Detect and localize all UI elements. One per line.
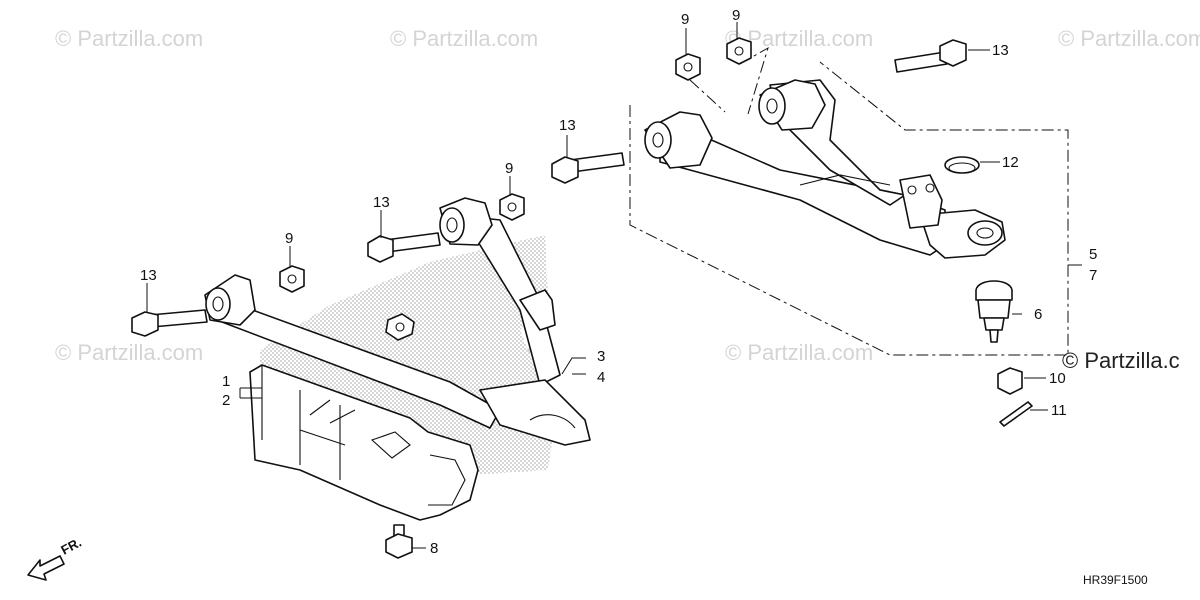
callout-9-right-a: 9 bbox=[681, 11, 689, 28]
watermark-4: © Partzilla.com bbox=[1058, 26, 1200, 51]
watermark-1: © Partzilla.com bbox=[55, 26, 203, 51]
watermark-7: © Partzilla.com bbox=[725, 340, 873, 365]
leader-lines bbox=[146, 22, 1082, 549]
nut-9-right-a bbox=[675, 53, 701, 81]
arm-nut bbox=[385, 313, 415, 341]
circlip bbox=[944, 156, 980, 174]
callout-2: 2 bbox=[222, 392, 230, 409]
bolt-13-right-upper bbox=[894, 39, 967, 73]
assembly-bracket bbox=[629, 61, 1069, 356]
bolt-13-left-lower bbox=[131, 309, 208, 337]
nut-9-left-upper bbox=[499, 193, 525, 221]
left-lower-arm bbox=[204, 197, 591, 446]
callout-6: 6 bbox=[1034, 306, 1042, 323]
right-upper-arm bbox=[644, 79, 1006, 259]
callout-9-left-upper: 9 bbox=[505, 160, 513, 177]
callout-13-left-upper: 13 bbox=[373, 194, 390, 211]
castle-nut bbox=[997, 367, 1023, 395]
diagram-code: HR39F1500 bbox=[1083, 573, 1148, 587]
callout-9-right-b: 9 bbox=[732, 7, 740, 24]
watermark-corner: © Partzilla.c bbox=[1062, 348, 1180, 373]
callout-1: 1 bbox=[222, 373, 230, 390]
ball-joint bbox=[975, 280, 1013, 343]
callout-8: 8 bbox=[430, 540, 438, 557]
nut-9-left-lower bbox=[279, 265, 305, 293]
bolt-8 bbox=[385, 524, 413, 559]
callout-9-left-lower: 9 bbox=[285, 230, 293, 247]
front-direction-marker: FR. bbox=[27, 535, 84, 581]
front-marker-label: FR. bbox=[58, 535, 84, 558]
callout-4: 4 bbox=[597, 369, 605, 386]
watermark-2: © Partzilla.com bbox=[390, 26, 538, 51]
bolt-13-right-lower bbox=[551, 152, 625, 184]
cotter-pin bbox=[999, 401, 1033, 427]
callout-5: 5 bbox=[1089, 246, 1097, 263]
callout-12: 12 bbox=[1002, 154, 1019, 171]
bolt-13-left-upper bbox=[367, 232, 441, 263]
watermark-5: © Partzilla.com bbox=[55, 340, 203, 365]
callout-10: 10 bbox=[1049, 370, 1066, 387]
nut-9-right-b bbox=[726, 37, 752, 65]
callout-7: 7 bbox=[1089, 267, 1097, 284]
skid-plate bbox=[249, 364, 479, 521]
callouts: 13 9 13 9 13 9 9 13 12 5 7 6 10 11 1 2 3… bbox=[140, 7, 1097, 557]
callout-13-right-upper: 13 bbox=[992, 42, 1009, 59]
callout-3: 3 bbox=[597, 348, 605, 365]
callout-13-left-lower: 13 bbox=[140, 267, 157, 284]
callout-11: 11 bbox=[1051, 402, 1067, 419]
callout-13-right-lower: 13 bbox=[559, 117, 576, 134]
